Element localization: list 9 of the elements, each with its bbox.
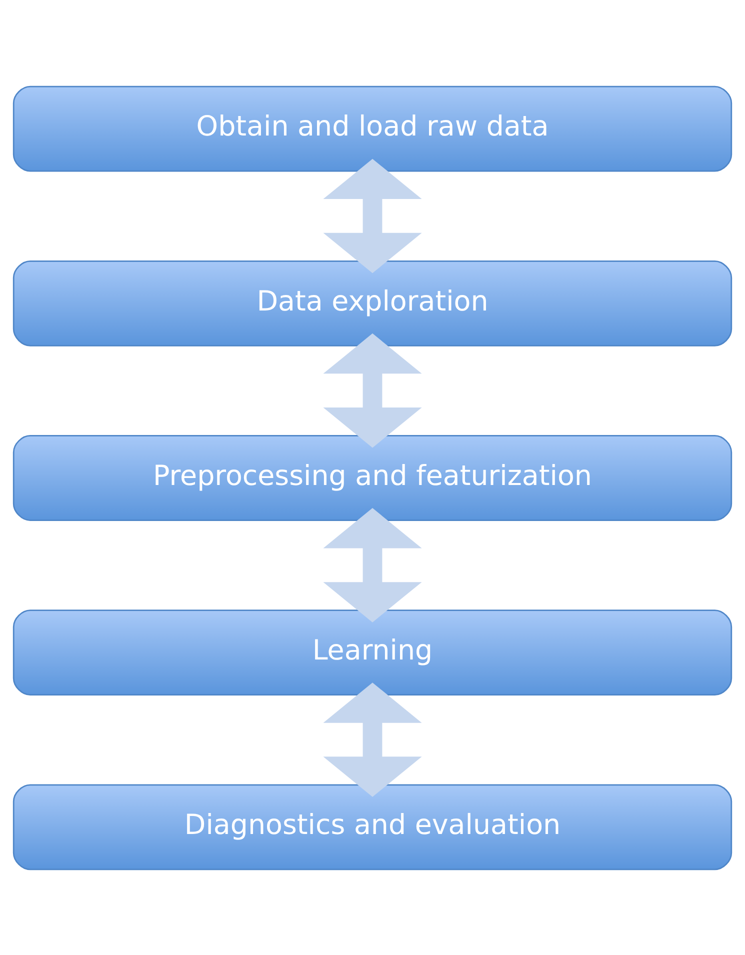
arrow	[323, 508, 422, 622]
node-box: Data exploration	[12, 260, 732, 346]
arrow	[323, 682, 422, 796]
node-box: Obtain and load raw data	[12, 85, 732, 172]
arrow	[323, 158, 422, 273]
node-box: Diagnostics and evaluation	[12, 784, 732, 870]
arrow	[323, 332, 422, 448]
node-box: Preprocessing and featurization	[12, 434, 732, 520]
node-box: Learning	[12, 609, 732, 696]
